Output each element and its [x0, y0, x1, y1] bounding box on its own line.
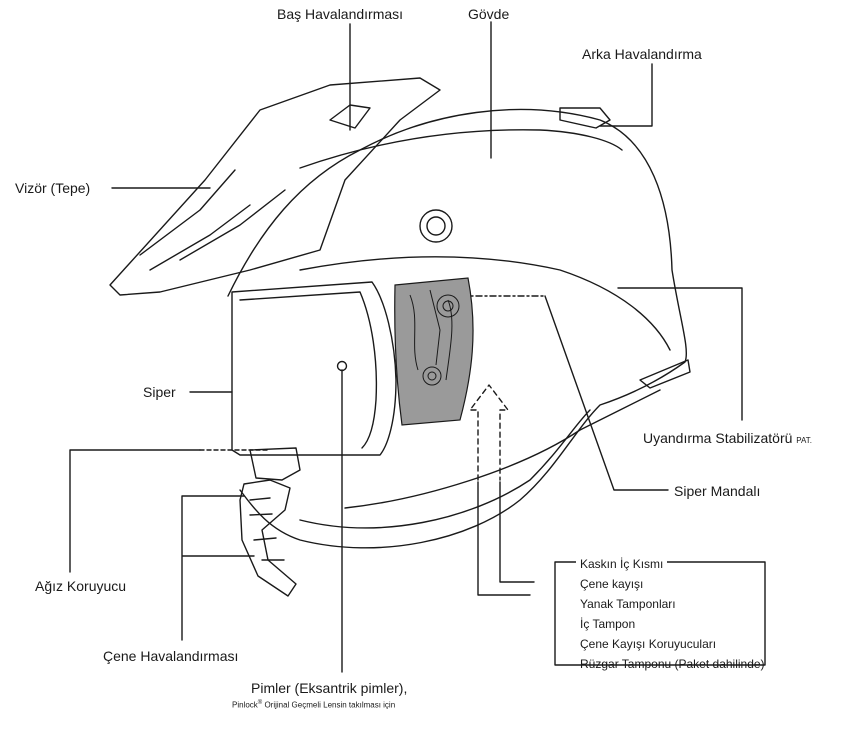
- interior-bracket: [478, 482, 534, 595]
- shell-crown-line: [300, 130, 622, 168]
- visor-rib-3: [180, 190, 285, 260]
- label-arka-havalandirma: Arka Havalandırma: [582, 46, 702, 62]
- interior-item: Kaskın İç Kısmı: [576, 554, 667, 574]
- shell-lower-line: [300, 410, 590, 528]
- interior-item: İç Tampon: [580, 614, 765, 634]
- chin-bar: [240, 480, 296, 596]
- shield-inner-edge: [240, 292, 376, 448]
- chin-guard: [250, 448, 300, 480]
- uyandirma-text: Uyandırma Stabilizatörü: [643, 430, 792, 446]
- uyandirma-pat: PAT.: [796, 436, 812, 445]
- shell-inner-line: [300, 257, 670, 350]
- visor-peak-shape: [110, 78, 440, 295]
- leader-agiz-solid: [70, 450, 200, 572]
- label-cene-havalandirmasi: Çene Havalandırması: [103, 648, 238, 664]
- visor-pivot: [420, 210, 452, 242]
- pimler-note-b: Orijinal Geçmeli Lensin takılması için: [262, 701, 395, 710]
- visor-rib-1: [140, 170, 235, 255]
- label-bas-havalandirmasi: Baş Havalandırması: [277, 6, 403, 22]
- rear-spoiler: [560, 108, 610, 128]
- pinlock-pin: [338, 362, 347, 371]
- interior-item: Yanak Tamponları: [580, 594, 765, 614]
- chin-vent-ribs: [250, 498, 284, 560]
- interior-item: Çene kayışı: [580, 574, 765, 594]
- visor-rib-2: [150, 205, 250, 270]
- label-siper-mandali: Siper Mandalı: [674, 483, 760, 499]
- label-vizor: Vizör (Tepe): [15, 180, 90, 196]
- label-pimler: Pimler (Eksantrik pimler),: [251, 680, 407, 696]
- label-pimler-note: Pinlock® Orijinal Geçmeli Lensin takılma…: [232, 700, 395, 710]
- leader-siper-mandali: [545, 296, 668, 490]
- interior-item: Çene Kayışı Koruyucuları: [580, 634, 765, 654]
- visor-mechanism: [395, 278, 473, 425]
- interior-list: Kaskın İç Kısmı Çene kayışı Yanak Tampon…: [580, 554, 765, 674]
- shell-crease: [345, 390, 660, 508]
- label-siper: Siper: [143, 384, 176, 400]
- label-uyandirma: Uyandırma Stabilizatörü PAT.: [643, 430, 812, 449]
- label-govde: Gövde: [468, 6, 509, 22]
- leader-uyandirma: [618, 288, 742, 420]
- interior-item: Rüzgar Tamponu (Paket dahilinde): [580, 654, 765, 674]
- pimler-note-a: Pinlock: [232, 701, 258, 710]
- leader-cene: [182, 496, 254, 640]
- label-agiz-koruyucu: Ağız Koruyucu: [35, 578, 126, 594]
- interior-arrow: [470, 385, 508, 480]
